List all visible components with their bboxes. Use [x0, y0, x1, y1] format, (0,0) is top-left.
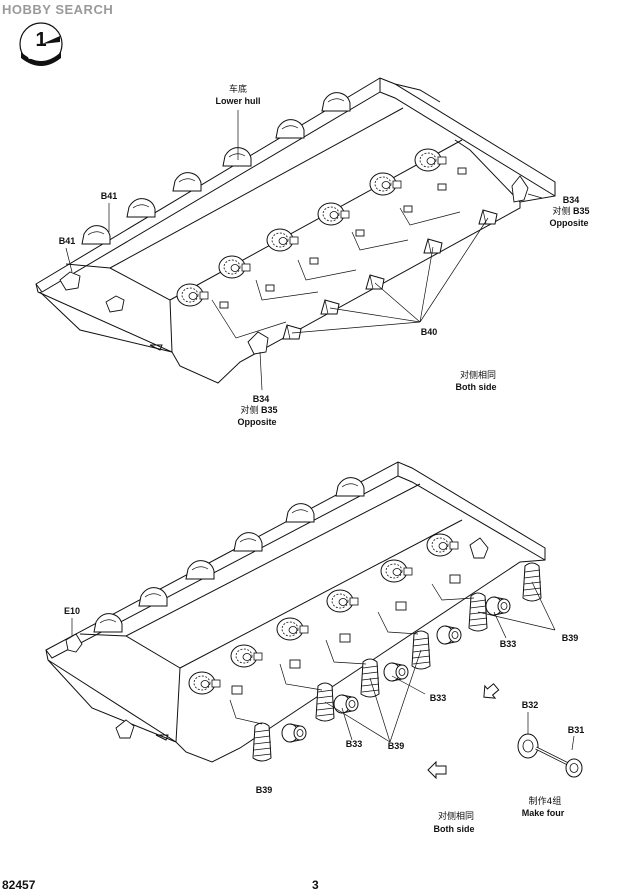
part-b39: B39	[255, 785, 273, 795]
top-leader-lines	[65, 110, 543, 391]
opposite-label: Opposite	[237, 417, 277, 427]
make-four-cn: 制作4组	[528, 797, 562, 807]
bottom-leader-lines	[71, 581, 575, 751]
part-b32: B32	[521, 700, 539, 710]
part-b33: B33	[345, 739, 363, 749]
page-number: 3	[312, 878, 319, 892]
lower-hull-label: Lower hull	[215, 96, 261, 106]
part-b34: B34	[562, 195, 580, 205]
both-side-label: Both side	[433, 824, 475, 834]
part-b33: B33	[429, 693, 447, 703]
part-e10: E10	[63, 606, 80, 616]
part-b41: B41	[58, 236, 76, 246]
make-four-parts	[517, 733, 583, 778]
direction-arrows	[427, 683, 500, 780]
top-small-parts	[59, 167, 529, 355]
step-badge	[19, 22, 63, 66]
bottom-small-parts	[65, 537, 489, 739]
part-b33: B33	[499, 639, 517, 649]
part-b39: B39	[387, 741, 405, 751]
step-label: STEP	[27, 54, 47, 61]
lower-hull-cn: 车底	[228, 85, 247, 95]
part-b41: B41	[100, 191, 118, 201]
opposite-cn: 对侧	[240, 406, 259, 416]
part-b39: B39	[561, 633, 579, 643]
part-b31: B31	[567, 725, 585, 735]
opposite-label: Opposite	[549, 218, 589, 228]
part-b40: B40	[420, 327, 438, 337]
both-side-label: Both side	[455, 382, 497, 392]
part-b35: B35	[261, 405, 278, 415]
both-side-cn: 对侧相同	[459, 371, 496, 381]
both-side-cn: 对侧相同	[437, 812, 474, 822]
bottom-hull-drawing	[45, 461, 546, 763]
step-number: 1	[35, 29, 47, 51]
opposite-cn: 对侧	[552, 207, 571, 217]
watermark: HOBBY SEARCH	[2, 2, 114, 17]
kit-code: 82457	[2, 878, 36, 892]
make-four-label: Make four	[521, 808, 565, 818]
part-b34: B34	[252, 394, 270, 404]
part-b35: B35	[573, 206, 590, 216]
